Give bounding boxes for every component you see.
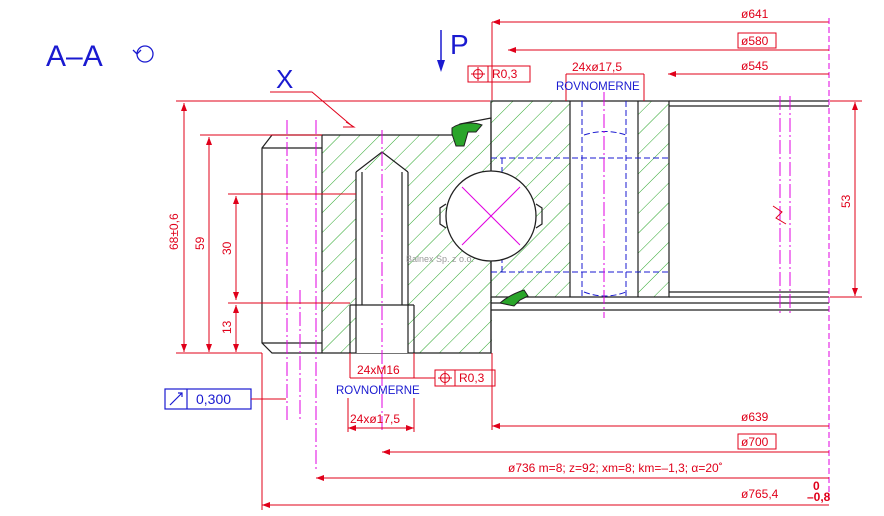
thread-label: 24xM16 bbox=[357, 363, 400, 377]
pos-tol-bottom-value: R0,3 bbox=[459, 371, 485, 385]
evenly-bottom-label: ROVNOMERNE bbox=[336, 385, 420, 397]
detail-label: X bbox=[276, 64, 293, 94]
dim-d700: ø700 bbox=[741, 435, 769, 449]
holes-top-label: 24xø17,5 bbox=[572, 60, 622, 74]
detail-leader bbox=[270, 91, 353, 127]
rolling-ball bbox=[439, 170, 543, 262]
dim-d545: ø545 bbox=[741, 59, 769, 73]
runout-frame bbox=[164, 388, 286, 410]
position-tolerance-top bbox=[467, 65, 531, 83]
dim-h68: 68±0,6 bbox=[167, 213, 181, 250]
section-label: A–A bbox=[46, 40, 103, 73]
seal-lower bbox=[498, 289, 529, 307]
dim-h13: 13 bbox=[220, 320, 234, 334]
view-arrow-p bbox=[437, 30, 445, 72]
gear-spec: ø736 m=8; z=92; xm=8; km=–1,3; α=20˚ bbox=[508, 461, 723, 475]
runout-value: 0,300 bbox=[196, 391, 231, 407]
dim-d765-tol-lower: –0,8 bbox=[807, 490, 831, 504]
rotate-view-icon bbox=[132, 45, 154, 63]
break-symbol bbox=[772, 205, 787, 225]
view-arrow-label: P bbox=[450, 29, 469, 60]
dim-h59: 59 bbox=[193, 236, 207, 250]
seal-upper bbox=[451, 122, 483, 147]
dim-d641: ø641 bbox=[741, 7, 769, 21]
dim-h30: 30 bbox=[220, 241, 234, 255]
position-tolerance-bottom bbox=[414, 369, 496, 387]
dim-d765-tol-upper: 0 bbox=[813, 479, 820, 493]
holes-bottom-label: 24xø17,5 bbox=[350, 412, 400, 426]
through-hole bbox=[491, 101, 669, 297]
inner-ring bbox=[490, 100, 829, 353]
dim-d639: ø639 bbox=[741, 410, 769, 424]
dim-d765: ø765,4 bbox=[741, 487, 779, 501]
dim-d580: ø580 bbox=[741, 34, 769, 48]
runout-icon bbox=[169, 392, 183, 406]
watermark: Balnex Sp. z o.o. bbox=[406, 254, 474, 264]
evenly-top-label: ROVNOMERNE bbox=[556, 81, 640, 93]
pos-tol-top-value: R0,3 bbox=[492, 67, 518, 81]
dim-h53: 53 bbox=[839, 194, 853, 208]
